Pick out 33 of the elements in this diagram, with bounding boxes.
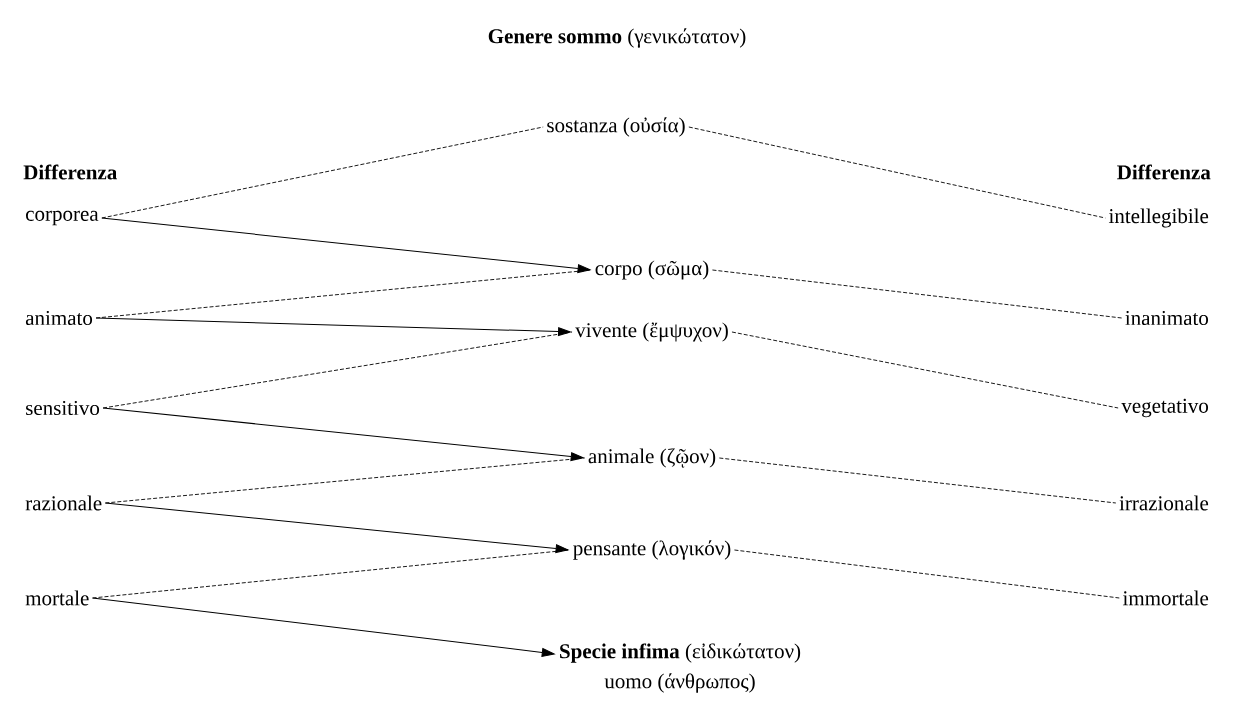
term-label: animato	[25, 310, 93, 326]
dashed-line	[688, 126, 1106, 219]
term-label: Specie infima (εἰδικώτατον) uomo (άνθρωπος)	[560, 643, 801, 693]
term-label: inanimato	[1125, 310, 1209, 326]
term-label: irrazionale	[1119, 495, 1209, 511]
term-label: sostanza (οὐσία)	[547, 117, 685, 137]
arrow	[102, 407, 584, 462]
term-label: corporea	[26, 210, 99, 226]
dashed-line	[101, 126, 544, 219]
dashed-line	[718, 457, 1117, 504]
term-label: pensante (λογικόν)	[573, 540, 731, 560]
dashed-line	[711, 269, 1123, 319]
arrow	[101, 217, 591, 273]
term-label: mortale	[25, 590, 89, 606]
dashed-line	[102, 331, 573, 409]
term-label: vivente (ἔμψυχον)	[575, 322, 728, 342]
dashed-line	[731, 331, 1119, 409]
term-label: intellegibile	[1108, 208, 1209, 228]
term-label: animale (ζῷον)	[588, 448, 716, 468]
term-label: corpo (σῶμα)	[595, 260, 709, 280]
term-label: immortale	[1122, 590, 1209, 606]
dashed-line	[733, 549, 1120, 599]
column-heading: Differenza	[1117, 164, 1211, 180]
term-label: sensitivo	[26, 400, 100, 416]
arrow	[92, 597, 555, 657]
term-label: vegetativo	[1121, 398, 1209, 418]
arrow	[95, 317, 571, 337]
dashed-line	[92, 549, 571, 599]
term-label: razionale	[25, 495, 102, 511]
dashed-line	[104, 457, 586, 504]
heading: Genere sommo (γενικώτατον)	[488, 28, 746, 48]
arrow	[104, 502, 569, 554]
column-heading: Differenza	[23, 164, 117, 180]
